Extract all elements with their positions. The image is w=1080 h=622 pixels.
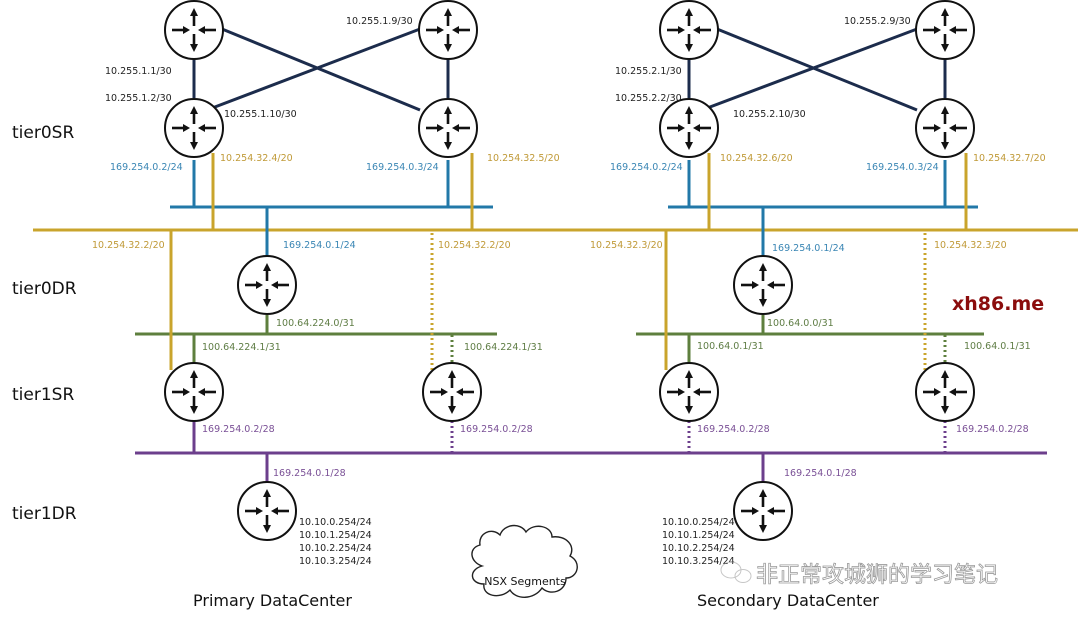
router-icon-s-edge-left[interactable]: [658, 0, 720, 61]
router-icon-s-t1dr[interactable]: [732, 480, 794, 542]
ip-label: 169.254.0.1/24: [283, 240, 356, 251]
ip-label: 10.254.32.4/20: [220, 153, 293, 164]
ip-label: 10.254.32.2/20: [438, 240, 511, 251]
router-icon-s-t1sr-right[interactable]: [914, 361, 976, 423]
ip-label: 10.255.2.9/30: [844, 16, 911, 27]
tier-label-tier0sr: tier0SR: [12, 123, 74, 143]
link-primary-cross-a: [221, 27, 421, 112]
ip-label: 10.255.1.1/30: [105, 66, 172, 77]
primary-labels: 10.255.1.1/30 10.255.1.2/30 10.255.1.9/3…: [92, 16, 560, 567]
ip-label: 169.254.0.1/24: [772, 243, 845, 254]
segment-label: 10.10.1.254/24: [299, 530, 372, 541]
ip-label: 10.254.32.7/20: [973, 153, 1046, 164]
t0-transit-links: [192, 27, 947, 112]
drops: [169, 153, 968, 482]
ip-label: 100.64.224.1/31: [202, 342, 281, 353]
router-icon-p-edge-left[interactable]: [163, 0, 225, 61]
router-icon-s-t0sr-left[interactable]: [658, 97, 720, 159]
ip-label: 10.255.1.9/30: [346, 16, 413, 27]
ip-label: 100.64.0.0/31: [767, 318, 834, 329]
segment-label: 10.10.0.254/24: [299, 517, 372, 528]
ip-label: 169.254.0.2/28: [202, 424, 275, 435]
ip-label: 169.254.0.2/28: [460, 424, 533, 435]
segment-label: 10.10.3.254/24: [299, 556, 372, 567]
ip-label: 169.254.0.3/24: [866, 162, 939, 173]
router-icon-s-edge-right[interactable]: [914, 0, 976, 61]
ip-label: 10.254.32.3/20: [590, 240, 663, 251]
router-icon-p-edge-right[interactable]: [417, 0, 479, 61]
ip-label: 100.64.224.0/31: [276, 318, 355, 329]
ip-label: 169.254.0.2/28: [956, 424, 1029, 435]
cloud-label: NSX Segments: [484, 575, 566, 588]
ip-label: 10.254.32.3/20: [934, 240, 1007, 251]
datacenter-label-secondary: Secondary DataCenter: [697, 591, 879, 610]
ip-label: 169.254.0.1/28: [784, 468, 857, 479]
routers: [163, 0, 976, 542]
wechat-icon: [720, 561, 752, 583]
ip-label: 169.254.0.1/28: [273, 468, 346, 479]
router-icon-p-t1sr-right[interactable]: [421, 361, 483, 423]
router-icon-s-t0dr[interactable]: [732, 254, 794, 316]
ip-label: 10.255.2.2/30: [615, 93, 682, 104]
datacenter-label-primary: Primary DataCenter: [193, 591, 352, 610]
segment-label: 10.10.2.254/24: [299, 543, 372, 554]
watermark-site: xh86.me: [952, 293, 1044, 315]
tier-label-tier0dr: tier0DR: [12, 279, 77, 299]
nsx-segments-cloud[interactable]: NSX Segments: [471, 524, 578, 598]
ip-label: 10.255.1.10/30: [224, 109, 297, 120]
ip-label: 100.64.224.1/31: [464, 342, 543, 353]
segment-label: 10.10.0.254/24: [662, 517, 735, 528]
watermark-wechat: 非正常攻城狮的学习笔记: [756, 563, 998, 588]
router-icon-p-t0sr-right[interactable]: [417, 97, 479, 159]
router-icon-p-t0dr[interactable]: [236, 254, 298, 316]
segment-label: 10.10.2.254/24: [662, 543, 735, 554]
router-icon-s-t1sr-left[interactable]: [658, 361, 720, 423]
ip-label: 10.255.1.2/30: [105, 93, 172, 104]
ip-label: 10.254.32.6/20: [720, 153, 793, 164]
ip-label: 169.254.0.2/24: [610, 162, 683, 173]
ip-label: 100.64.0.1/31: [697, 341, 764, 352]
segment-label: 10.10.1.254/24: [662, 530, 735, 541]
link-secondary-cross-b: [701, 27, 918, 112]
tier-label-tier1dr: tier1DR: [12, 504, 77, 524]
router-icon-s-t0sr-right[interactable]: [914, 97, 976, 159]
secondary-labels: 10.255.2.1/30 10.255.2.2/30 10.255.2.9/3…: [590, 16, 1046, 567]
ip-label: 10.254.32.5/20: [487, 153, 560, 164]
ip-label: 169.254.0.2/24: [110, 162, 183, 173]
cloud-icon: [471, 524, 578, 598]
ip-label: 100.64.0.1/31: [964, 341, 1031, 352]
ip-label: 10.254.32.2/20: [92, 240, 165, 251]
ip-label: 10.255.2.1/30: [615, 66, 682, 77]
router-icon-p-t1dr[interactable]: [236, 480, 298, 542]
link-secondary-cross-a: [716, 27, 918, 112]
router-icon-p-t0sr-left[interactable]: [163, 97, 225, 159]
segment-label: 10.10.3.254/24: [662, 556, 735, 567]
link-primary-cross-b: [206, 27, 421, 112]
tier-label-tier1sr: tier1SR: [12, 385, 74, 405]
ip-label: 10.255.2.10/30: [733, 109, 806, 120]
ip-label: 169.254.0.2/28: [697, 424, 770, 435]
ip-label: 169.254.0.3/24: [366, 162, 439, 173]
router-icon-p-t1sr-left[interactable]: [163, 361, 225, 423]
